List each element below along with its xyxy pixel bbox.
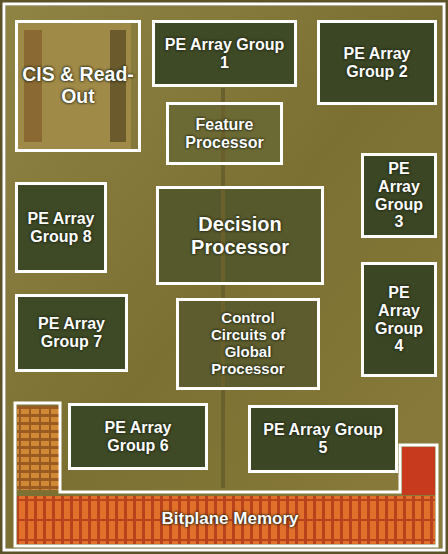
block-outline: PE Array Group 1	[152, 20, 297, 87]
block-outline: PE Array Group 5	[248, 405, 398, 473]
block-label: PE Array Group 1	[165, 36, 285, 72]
block-label: PE Array Group 4	[371, 284, 427, 356]
block-label: PE Array Group 8	[25, 210, 97, 246]
die-outline	[4, 4, 444, 550]
block-outline: CIS & Read-Out	[15, 20, 141, 152]
block-outline: PE Array Group 7	[15, 294, 128, 372]
block-label: PE Array Group 2	[327, 45, 427, 81]
circuit-block	[363, 155, 435, 236]
circuit-block	[158, 188, 322, 283]
block-label: Control Circuits of Global Processor	[193, 310, 303, 377]
block-outline: PE Array Group 3	[361, 153, 437, 238]
block-outline: Control Circuits of Global Processor	[176, 298, 320, 390]
block-outline: PE Array Group 2	[317, 20, 437, 105]
block-label: PE Array Group 5	[263, 421, 383, 457]
block-label: Feature Processor	[175, 116, 275, 152]
block-label: CIS & Read-Out	[22, 64, 134, 108]
block-outline: Feature Processor	[166, 102, 283, 165]
circuit-block	[363, 264, 435, 375]
memory-region: Bitplane Memory	[60, 496, 400, 542]
circuit-block	[17, 296, 126, 370]
memory-array	[402, 447, 435, 495]
block-outline: PE Array Group 4	[361, 262, 437, 377]
memory-array	[17, 406, 59, 490]
circuit-block	[17, 184, 105, 271]
block-label: Bitplane Memory	[162, 509, 299, 528]
readout-column	[110, 30, 126, 142]
block-label: PE Array Group 6	[83, 419, 193, 455]
memory-outline	[15, 403, 437, 546]
readout-column	[24, 30, 42, 142]
block-label: Decision Processor	[175, 213, 305, 258]
block-label: PE Array Group 7	[22, 315, 122, 351]
block-outline: PE Array Group 8	[15, 182, 107, 273]
circuit-block	[70, 405, 206, 468]
memory-array	[17, 496, 435, 544]
circuit-block	[154, 22, 295, 85]
circuit-block	[178, 300, 318, 388]
circuit-block	[250, 407, 396, 471]
block-label: PE Array Group 3	[371, 160, 427, 232]
circuit-block	[319, 22, 435, 103]
block-outline: PE Array Group 6	[68, 403, 208, 470]
block-outline: Decision Processor	[156, 186, 324, 285]
die-core	[6, 6, 442, 548]
